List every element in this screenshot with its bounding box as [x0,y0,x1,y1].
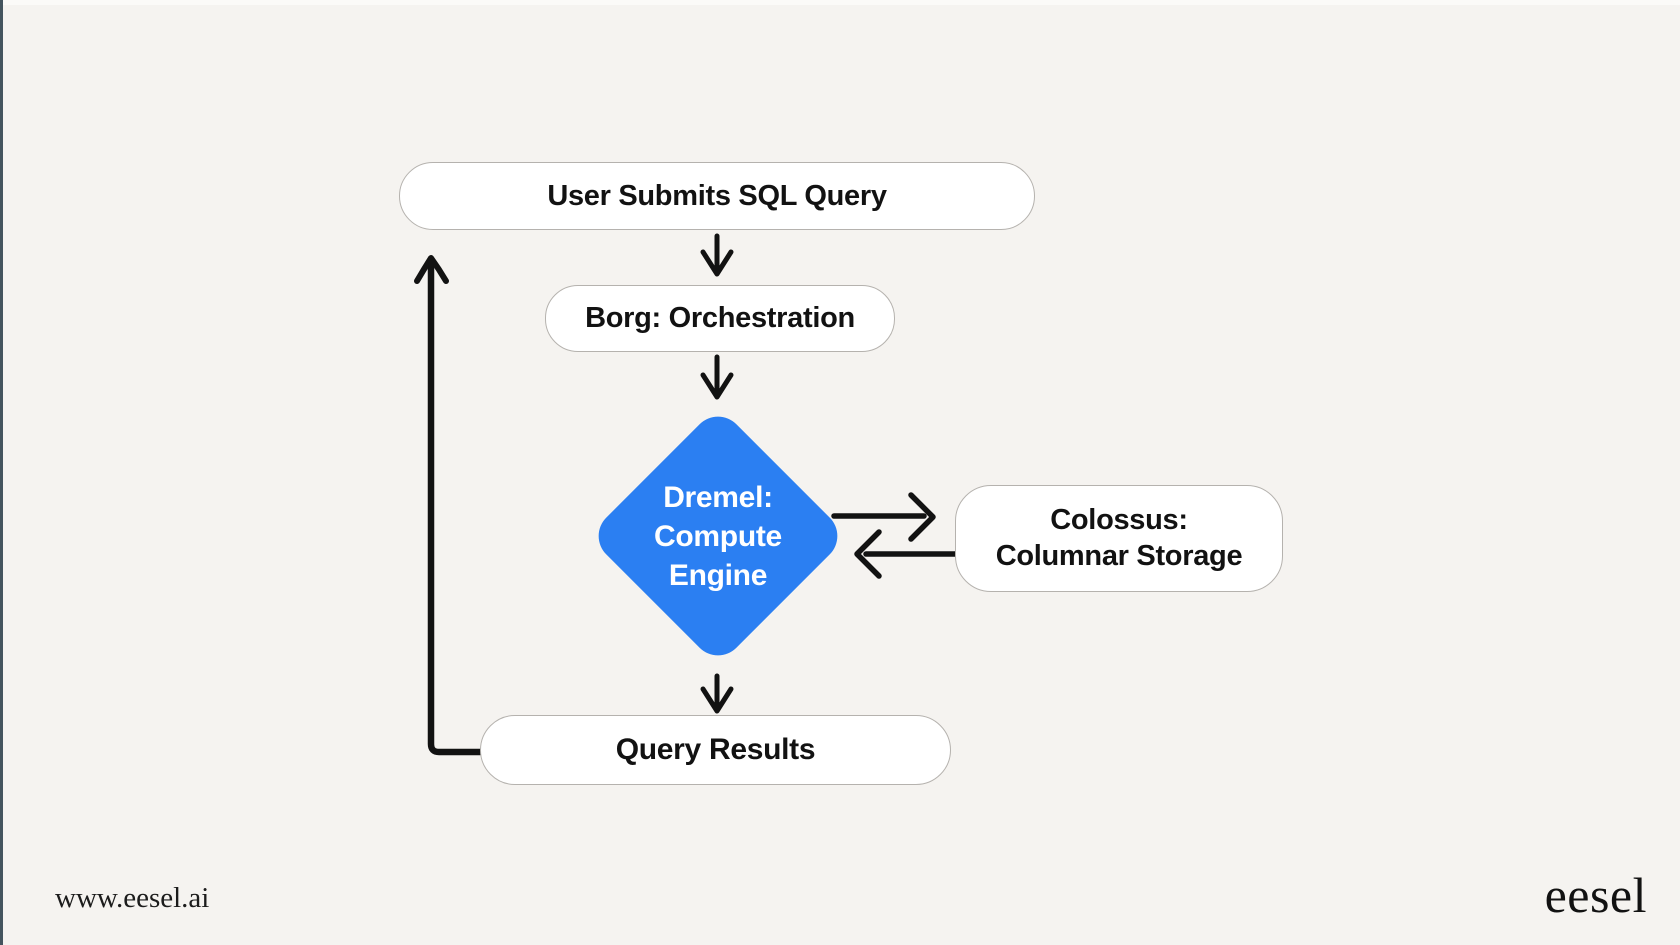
node-user-submits-sql-query-label: User Submits SQL Query [547,179,887,212]
top-strip [0,0,1680,5]
colossus-label-line-2: Columnar Storage [995,539,1243,572]
node-query-results: Query Results [480,715,951,785]
dremel-label-line-2: Compute [654,519,782,553]
node-borg-orchestration-label: Borg: Orchestration [585,302,855,334]
node-query-results-label: Query Results [615,733,816,766]
colossus-label-line-1: Colossus: [1050,504,1188,537]
arrowhead-borg-to-dremel-icon [700,372,734,400]
arrowhead-user-to-borg-icon [700,249,734,277]
brand-wordmark: eesel [1544,867,1647,923]
arrowhead-colossus-to-dremel-icon [854,529,882,579]
arrow-results-loop-up [427,258,484,756]
node-user-submits-sql-query: User Submits SQL Query [399,162,1035,230]
dremel-label-line-1: Dremel: [663,480,773,514]
footer-website-url: www.eesel.ai [55,882,210,914]
node-borg-orchestration: Borg: Orchestration [545,285,895,352]
dremel-label-line-3: Engine [668,558,768,592]
node-colossus-columnar-storage: Colossus: Columnar Storage [955,485,1283,592]
arrowhead-dremel-to-colossus-icon [908,492,936,542]
left-accent-bar [0,0,3,945]
arrowhead-dremel-to-results-icon [700,686,734,714]
arrowhead-results-loop-up-icon [414,255,449,284]
node-dremel-compute-engine-label: Dremel: Compute Engine [588,406,848,666]
